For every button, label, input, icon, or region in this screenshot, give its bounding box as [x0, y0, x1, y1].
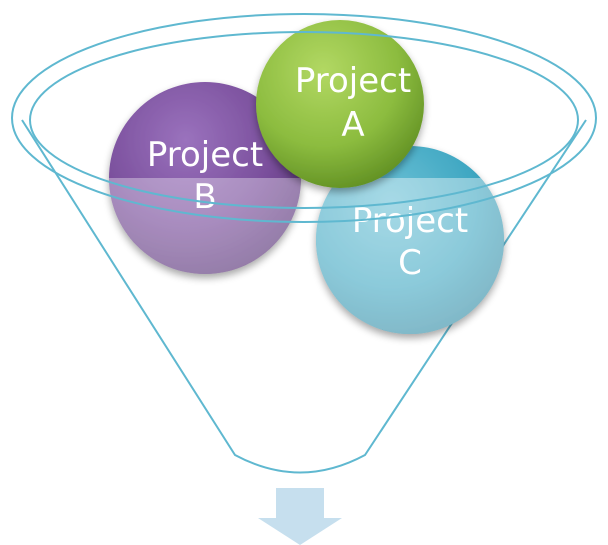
project-ball-b: Project B — [109, 82, 301, 274]
output-arrow — [258, 488, 342, 545]
funnel-body — [21, 119, 587, 474]
project-b-label-line1: Project — [147, 135, 263, 175]
project-a-label-line2: A — [341, 105, 364, 145]
project-ball-a: Project A — [256, 20, 424, 188]
funnel-rim — [11, 13, 597, 223]
project-c-label-line2: C — [398, 243, 422, 283]
project-b-label-line2: B — [193, 177, 216, 217]
project-a-label-line1: Project — [295, 61, 411, 101]
